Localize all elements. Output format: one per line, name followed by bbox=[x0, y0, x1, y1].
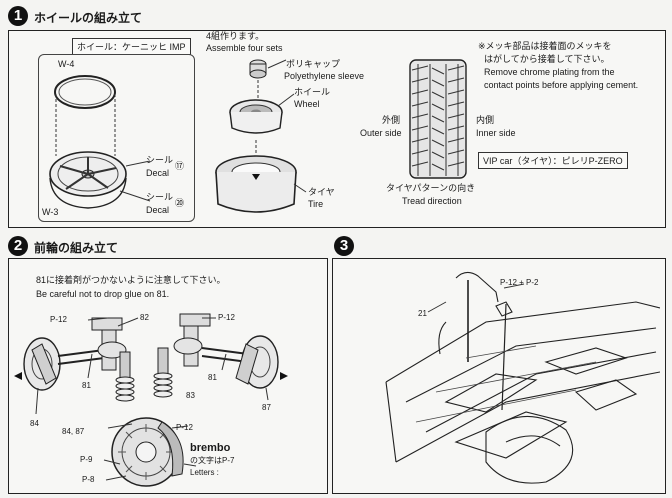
wheel-jp: ホイール bbox=[294, 87, 331, 97]
vip-tire-box: VIP car（タイヤ）：ピレリP-ZERO bbox=[478, 152, 628, 169]
part-87-label: 87 bbox=[262, 403, 271, 412]
part-82-label: 82 bbox=[140, 313, 149, 322]
outer-side-jp: 外側 bbox=[382, 115, 401, 125]
decal-1-number: ⑰ bbox=[175, 161, 185, 171]
brembo-letters-jp: の文字はP-7 bbox=[190, 456, 235, 465]
tire-en: Tire bbox=[308, 199, 324, 209]
chrome-note-jp-2: はがしてから接着して下さい。 bbox=[484, 54, 610, 64]
chrome-note-en-2: contact points before applying cement. bbox=[484, 80, 639, 90]
step-3-number: 3 bbox=[334, 236, 354, 256]
chrome-note-en-1: Remove chrome plating from the bbox=[484, 67, 615, 77]
chrome-note-jp-1: ※メッキ部品は接着面のメッキを bbox=[478, 41, 612, 51]
tread-direction-en: Tread direction bbox=[402, 196, 462, 206]
part-p9-label: P-9 bbox=[80, 455, 93, 464]
step-2-number: 2 bbox=[8, 236, 28, 256]
step-1-title: ホイールの組み立て bbox=[34, 11, 143, 25]
part-p8-label: P-8 bbox=[82, 475, 95, 484]
tread-pattern-drawing bbox=[409, 59, 467, 179]
tread-direction-jp: タイヤパターンの向き bbox=[386, 183, 476, 193]
part-p12-right-label: P-12 bbox=[218, 313, 235, 322]
decal-2-en: Decal bbox=[146, 205, 170, 215]
step-1-number: 1 bbox=[8, 6, 28, 26]
chassis-drawing bbox=[385, 271, 660, 484]
part-p12-left-label: P-12 bbox=[50, 315, 67, 324]
inner-side-jp: 内側 bbox=[476, 115, 495, 125]
part-84-label: 84 bbox=[30, 419, 39, 428]
wheel-name-box: ホイール：ケーニッヒ IMP bbox=[72, 38, 191, 55]
polycap-jp: ポリキャップ bbox=[286, 59, 341, 69]
wheel-decal-inset bbox=[38, 54, 195, 222]
wheel-exploded-drawing bbox=[49, 75, 151, 209]
part-81-right-label: 81 bbox=[208, 373, 217, 382]
part-21-label: 21 bbox=[418, 309, 427, 318]
w4-label: W-4 bbox=[58, 59, 75, 69]
tire-assembly-drawing bbox=[215, 59, 307, 213]
brembo-logo-text: brembo bbox=[190, 442, 231, 454]
polycap-en: Polyethylene sleeve bbox=[284, 71, 365, 81]
glue-warning-en: Be careful not to drop glue on 81. bbox=[36, 289, 170, 299]
part-84-87-label: 84, 87 bbox=[62, 427, 85, 436]
tire-jp: タイヤ bbox=[308, 187, 335, 197]
inner-side-en: Inner side bbox=[476, 128, 516, 138]
decal-1-en: Decal bbox=[146, 168, 170, 178]
brembo-letters-en: Letters : bbox=[190, 468, 219, 477]
step-2-title: 前輪の組み立て bbox=[34, 241, 119, 255]
assemble-en: Assemble four sets bbox=[206, 43, 283, 53]
outer-side-en: Outer side bbox=[360, 128, 402, 138]
assemble-jp: 4組作ります。 bbox=[206, 31, 265, 41]
step-3-panel bbox=[332, 258, 666, 494]
step-1-panel bbox=[8, 30, 666, 228]
part-81-left-label: 81 bbox=[82, 381, 91, 390]
part-83-label: 83 bbox=[186, 391, 195, 400]
decal-1-jp: シール bbox=[146, 155, 174, 165]
front-wheel-assembly-drawing bbox=[14, 313, 288, 487]
glue-warning-jp: 81に接着剤がつかないように注意して下さい。 bbox=[36, 275, 226, 285]
decal-2-number: ⑳ bbox=[175, 198, 185, 208]
step-3-parts-label: P-12 + P-2 bbox=[500, 278, 539, 287]
part-p12-disc-label: P-12 bbox=[176, 423, 193, 432]
wheel-en: Wheel bbox=[294, 99, 320, 109]
decal-2-jp: シール bbox=[146, 192, 174, 202]
w3-label: W-3 bbox=[42, 207, 59, 217]
